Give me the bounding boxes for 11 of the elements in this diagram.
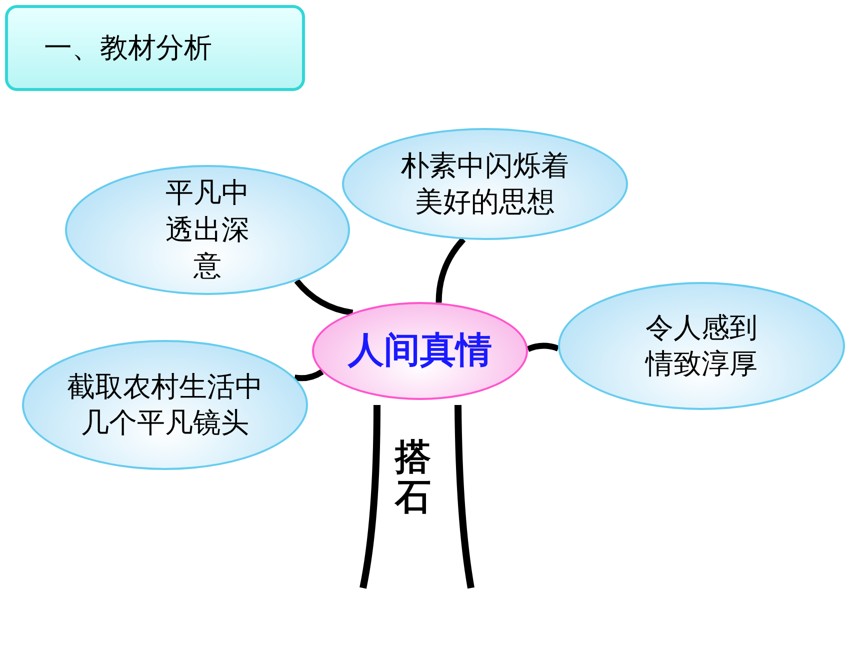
topic-text: 截取农村生活中几个平凡镜头: [66, 368, 264, 441]
title-box: 一、教材分析: [5, 5, 305, 91]
connector-line: [294, 278, 354, 316]
topic-text: 令人感到情致淳厚: [644, 310, 758, 382]
connector-line: [294, 369, 324, 382]
connector-line: [436, 237, 466, 303]
trunk-label: 搭石: [395, 438, 431, 518]
topic-text: 平凡中透出深意: [164, 175, 250, 284]
topic-text: 朴素中闪烁着美好的思想: [400, 148, 570, 220]
center-topic: 人间真情: [348, 328, 492, 373]
connector-line: [526, 342, 560, 352]
